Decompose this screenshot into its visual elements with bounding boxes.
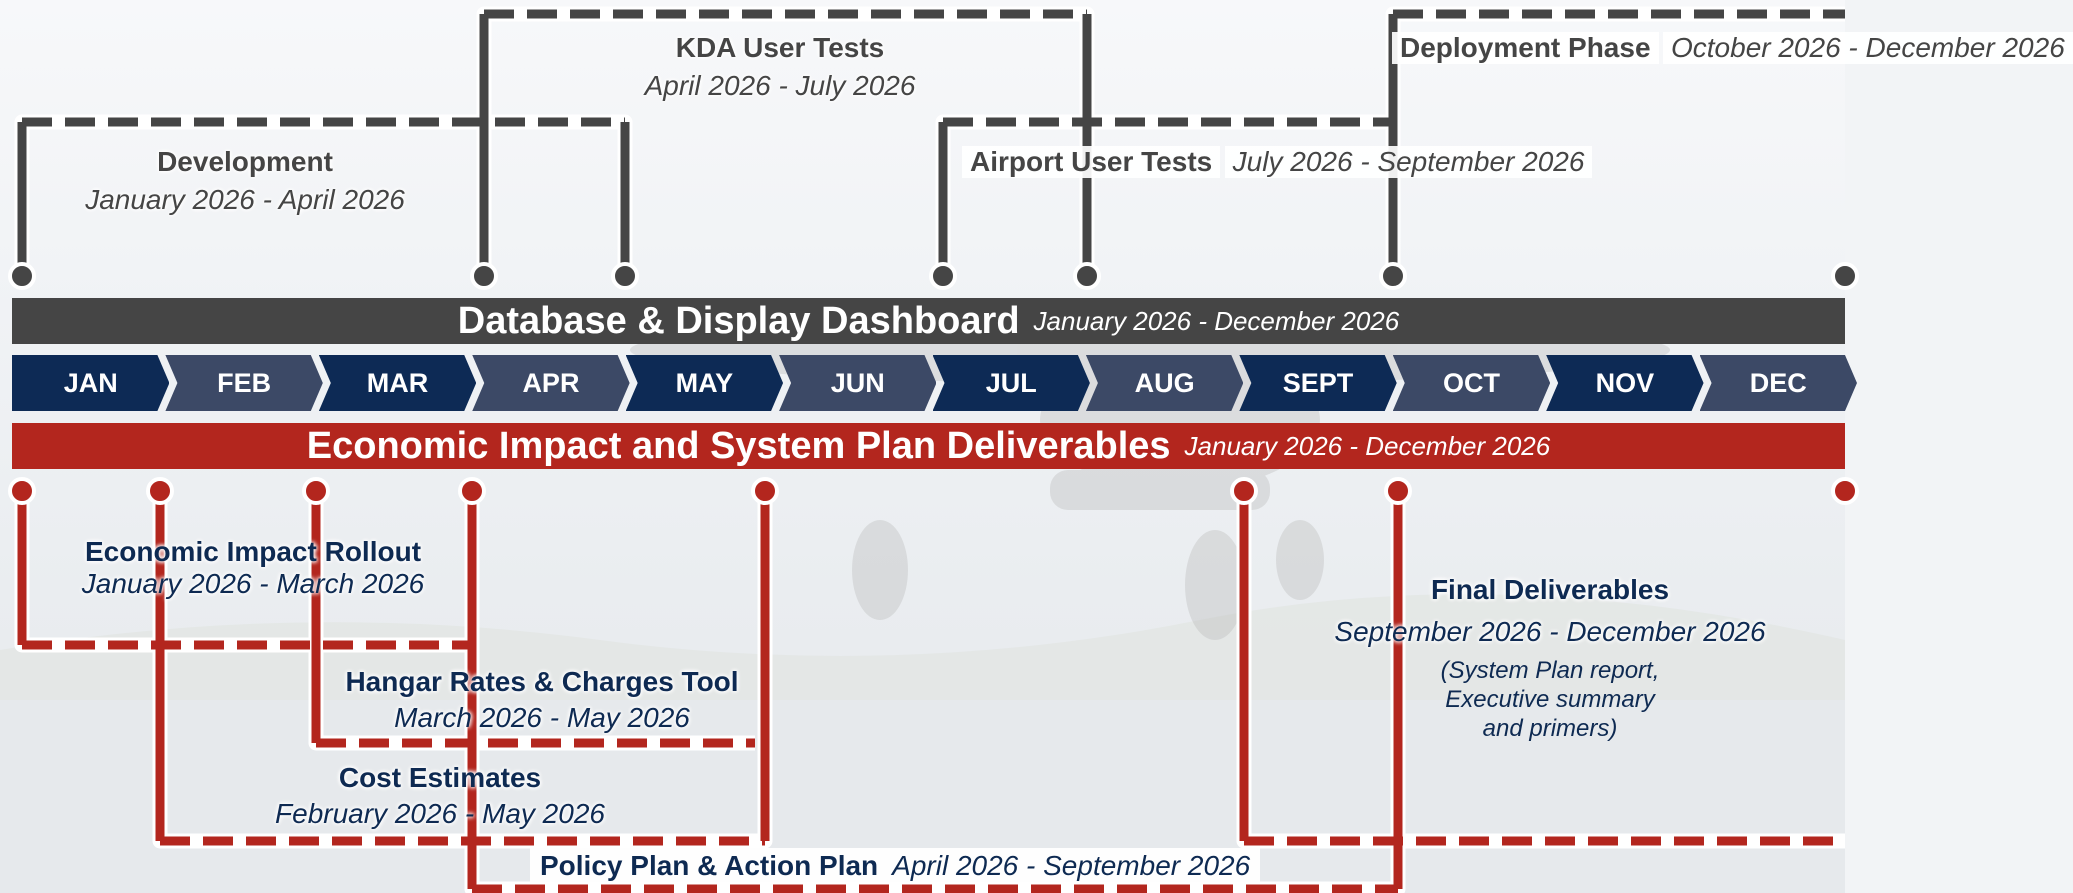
cost-start-dot [146, 477, 174, 505]
month-nov: NOV [1546, 355, 1703, 411]
development-title: Development [157, 146, 333, 177]
month-jul: JUL [933, 355, 1090, 411]
airport-tests-title: Airport User Tests [962, 146, 1221, 178]
deployment-dates: October 2026 - December 2026 [1662, 32, 2073, 64]
airport-tests-start-dot [929, 262, 957, 290]
policy-end-dot [1384, 477, 1412, 505]
final-note-line-2: Executive summary [1445, 686, 1655, 713]
hangar-dates: March 2026 - May 2026 [394, 702, 690, 733]
rollout-label: Economic Impact Rollout January 2026 - M… [48, 538, 458, 598]
month-jun: JUN [779, 355, 936, 411]
connector-lines [8, 6, 1859, 893]
economic-band: Economic Impact and System Plan Delivera… [12, 423, 1845, 469]
final-dates: September 2026 - December 2026 [1334, 616, 1766, 647]
dashboard-dates: January 2026 - December 2026 [1033, 305, 1400, 336]
economic-title: Economic Impact and System Plan Delivera… [306, 424, 1171, 467]
rollout-title: Economic Impact Rollout [84, 536, 422, 567]
economic-dates: January 2026 - December 2026 [1184, 430, 1551, 461]
final-label: Final Deliverables September 2026 - Dece… [1290, 576, 1810, 646]
month-sept: SEPT [1239, 355, 1396, 411]
deployment-end-dot [1831, 262, 1859, 290]
month-oct: OCT [1393, 355, 1550, 411]
rollout-start-dot [8, 477, 36, 505]
kda-tests-dates: April 2026 - July 2026 [644, 70, 916, 101]
final-start-dot [1230, 477, 1258, 505]
deployment-title: Deployment Phase [1392, 32, 1659, 64]
kda-tests-end-dot [1073, 262, 1101, 290]
dashboard-title: Database & Display Dashboard [457, 299, 1020, 342]
development-end-dot [611, 262, 639, 290]
development-label: Development January 2026 - April 2026 [60, 148, 430, 214]
policy-title: Policy Plan & Action Plan [540, 850, 879, 881]
policy-start-dot [458, 477, 486, 505]
cost-dates: February 2026 - May 2026 [275, 798, 605, 829]
final-note-line-1: (System Plan report, [1440, 657, 1660, 684]
hangar-title: Hangar Rates & Charges Tool [345, 666, 739, 697]
airport-tests-dates: July 2026 - September 2026 [1224, 146, 1593, 178]
month-feb: FEB [165, 355, 322, 411]
development-start-dot [8, 262, 36, 290]
hangar-label: Hangar Rates & Charges Tool March 2026 -… [310, 668, 774, 732]
deployment-start-dot [1379, 262, 1407, 290]
hangar-start-dot [302, 477, 330, 505]
policy-label: Policy Plan & Action Plan April 2026 - Se… [530, 848, 1261, 884]
cost-title: Cost Estimates [338, 762, 542, 793]
airport-tests-label: Airport User Tests July 2026 - September… [962, 146, 1593, 178]
month-aug: AUG [1086, 355, 1243, 411]
rollout-dates: January 2026 - March 2026 [81, 568, 425, 599]
cost-label: Cost Estimates February 2026 - May 2026 [240, 764, 640, 828]
final-end-dot [1831, 477, 1859, 505]
development-dates: January 2026 - April 2026 [85, 184, 405, 215]
kda-tests-title: KDA User Tests [675, 32, 885, 63]
final-title: Final Deliverables [1430, 574, 1670, 605]
final-note: (System Plan report, Executive summary a… [1400, 656, 1700, 743]
month-jan: JAN [12, 355, 169, 411]
deployment-label: Deployment Phase October 2026 - December… [1392, 32, 2073, 64]
month-dec: DEC [1700, 355, 1857, 411]
final-note-line-3: and primers) [1482, 715, 1618, 742]
kda-tests-start-dot [470, 262, 498, 290]
month-apr: APR [472, 355, 629, 411]
cost-end-dot [751, 477, 779, 505]
kda-tests-label: KDA User Tests April 2026 - July 2026 [600, 34, 960, 100]
dashboard-band: Database & Display Dashboard January 202… [12, 298, 1845, 344]
month-mar: MAR [319, 355, 476, 411]
policy-dates: April 2026 - September 2026 [892, 850, 1251, 881]
month-may: MAY [626, 355, 783, 411]
